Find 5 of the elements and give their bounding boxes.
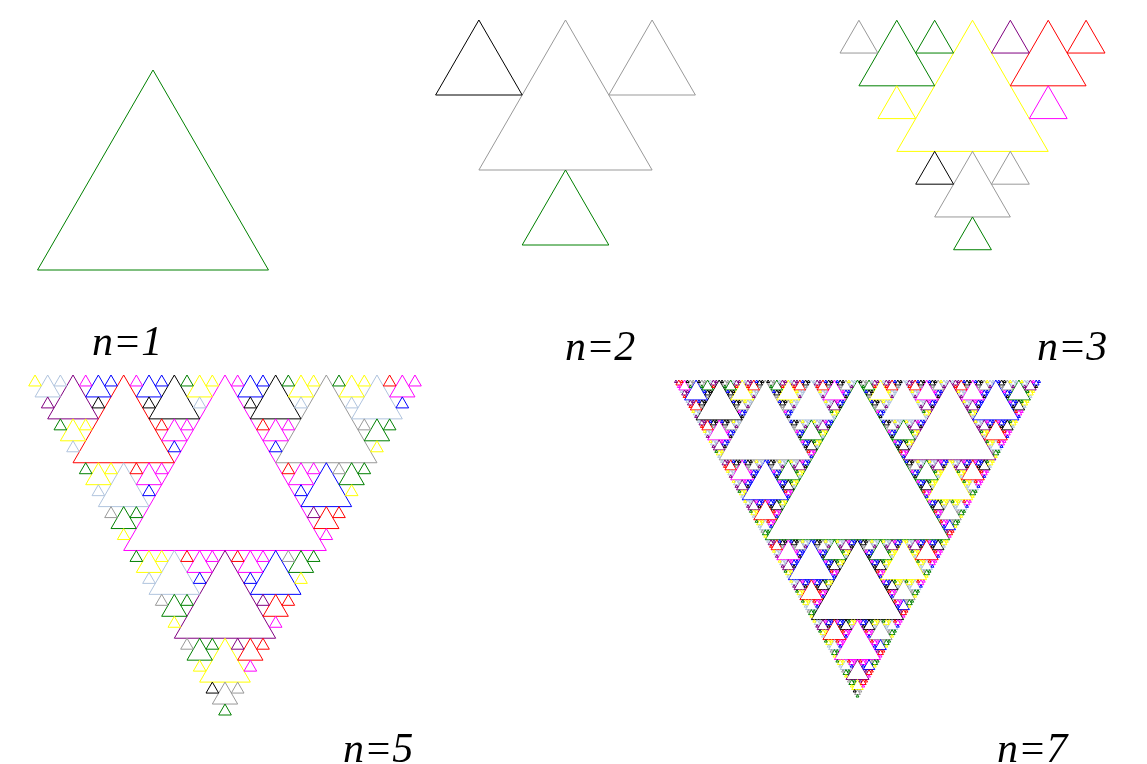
- panel-label: n=2: [565, 325, 636, 367]
- panel-label: n=3: [1037, 325, 1108, 367]
- panel-label: n=5: [343, 727, 414, 764]
- panel-label: n=1: [92, 320, 163, 362]
- panel-label: n=7: [997, 727, 1068, 764]
